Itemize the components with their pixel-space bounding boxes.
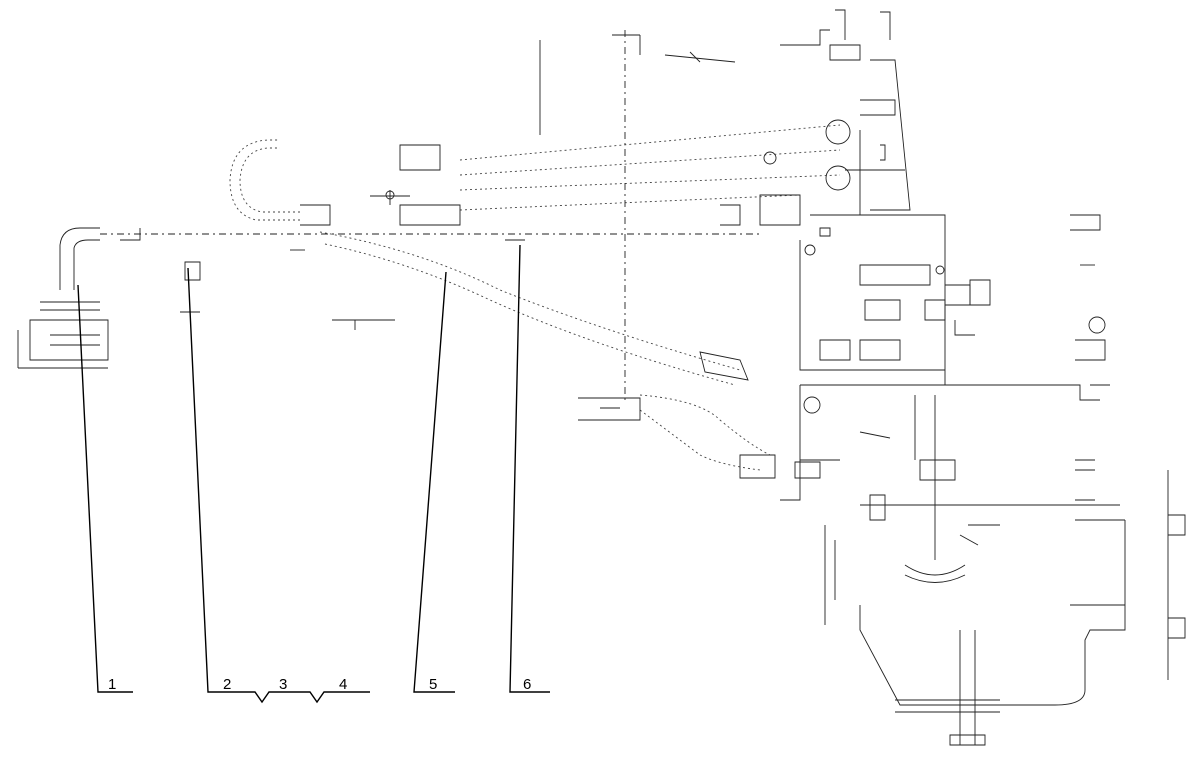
callout-labels: 1 2 3 4 5 6 [108,676,531,693]
leader-2-3-4 [187,267,370,704]
callout-4: 4 [339,676,347,693]
lower-body [780,384,1126,746]
callout-2: 2 [223,676,231,693]
right-fittings [1070,214,1186,680]
leader-5 [413,271,455,693]
callout-6: 6 [523,676,531,693]
upper-valve-assembly [720,9,911,226]
leader-6 [509,244,550,693]
callout-1: 1 [108,676,116,693]
sloping-pipe [319,231,749,386]
u-bend-pipe [229,124,841,226]
frame-lines [539,30,736,400]
callout-leaders [77,244,550,704]
main-body [799,214,991,385]
callout-5: 5 [429,676,437,693]
callout-3: 3 [279,676,287,693]
lower-pipe [578,394,821,479]
left-fitting [17,227,760,369]
detail-marks [180,239,525,330]
leader-1 [77,284,133,693]
